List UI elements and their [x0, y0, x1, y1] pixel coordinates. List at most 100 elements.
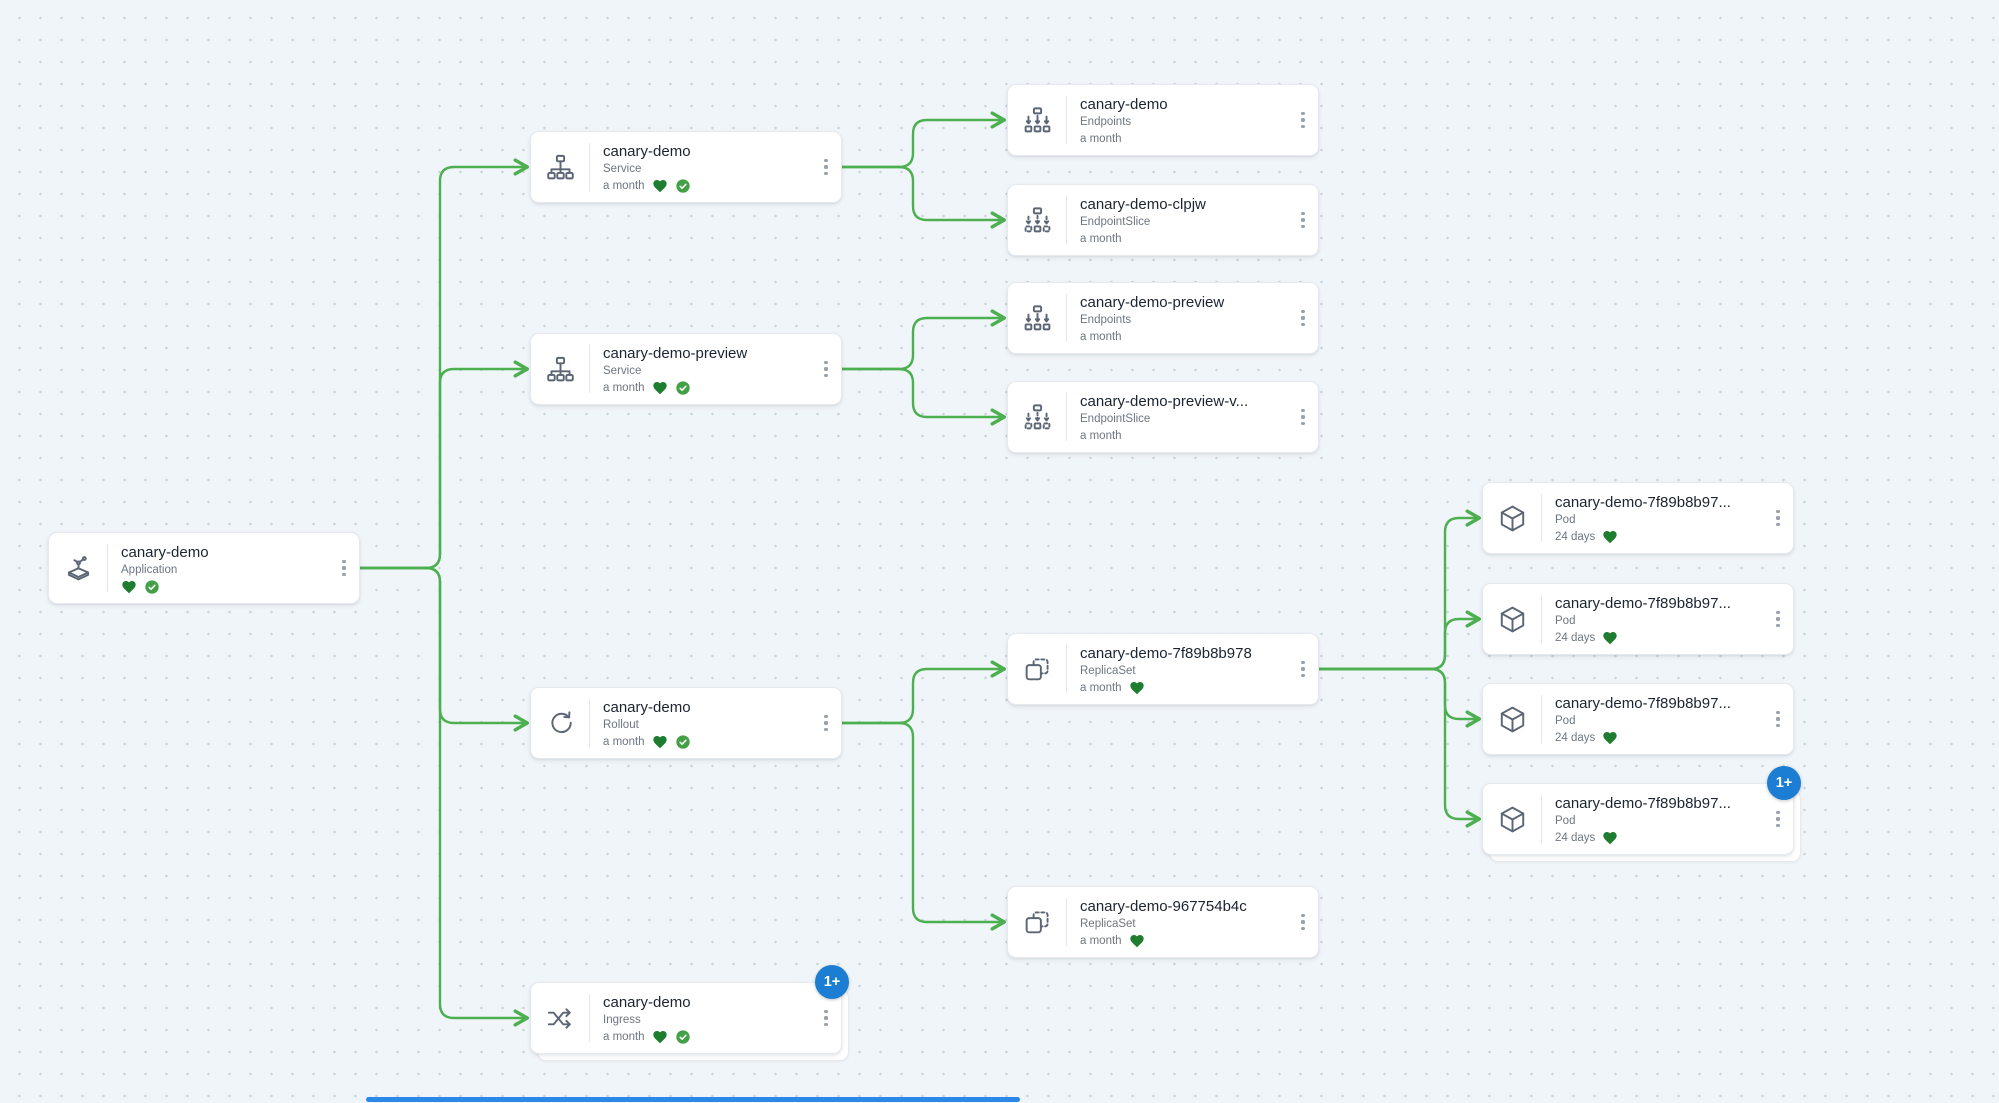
node-title: canary-demo-967754b4c: [1080, 897, 1247, 915]
edge-rs1-to-pod4: [1317, 667, 1481, 828]
resource-node-replicaset[interactable]: canary-demo-967754b4c ReplicaSet a month: [1007, 886, 1319, 958]
kebab-menu-button[interactable]: [1763, 483, 1793, 553]
node-kind: Application: [121, 563, 178, 576]
node-title: canary-demo: [121, 543, 209, 561]
kebab-menu-button[interactable]: [1288, 185, 1318, 255]
node-age: 24 days: [1555, 732, 1596, 744]
kebab-menu-button[interactable]: [1763, 684, 1793, 754]
replicaset-icon: [1008, 634, 1066, 704]
divider: [1541, 795, 1542, 843]
node-kind: EndpointSlice: [1080, 215, 1151, 228]
horizontal-scrollbar[interactable]: [366, 1097, 1020, 1102]
divider: [107, 544, 108, 592]
application-icon: [49, 533, 107, 603]
kebab-menu-button[interactable]: [1288, 634, 1318, 704]
endpointslice-icon: [1008, 382, 1066, 452]
kebab-menu-button[interactable]: [1763, 784, 1793, 854]
resource-node-endpoints[interactable]: canary-demo Endpoints a month: [1007, 84, 1319, 156]
divider: [1541, 695, 1542, 743]
node-title: canary-demo: [603, 993, 691, 1011]
healthy-heart-icon: [652, 178, 668, 194]
more-items-badge[interactable]: 1+: [815, 965, 849, 999]
edge-svc1-to-ep1: [840, 111, 1006, 169]
node-title: canary-demo: [1080, 95, 1168, 113]
node-age: a month: [1080, 682, 1122, 694]
more-items-badge[interactable]: 1+: [1767, 766, 1801, 800]
kebab-menu-button[interactable]: [1288, 382, 1318, 452]
kebab-menu-button[interactable]: [1288, 85, 1318, 155]
node-kind: Pod: [1555, 513, 1576, 526]
node-title: canary-demo-preview: [603, 344, 748, 362]
divider: [1066, 898, 1067, 946]
node-kind: Rollout: [603, 718, 639, 731]
healthy-heart-icon: [1602, 730, 1618, 746]
healthy-heart-icon: [1602, 630, 1618, 646]
kebab-menu-button[interactable]: [811, 334, 841, 404]
kebab-menu-button[interactable]: [329, 533, 359, 603]
node-age: a month: [603, 180, 645, 192]
pod-icon: [1483, 684, 1541, 754]
edge-rollout-to-rs2: [840, 721, 1006, 931]
divider: [589, 994, 590, 1042]
healthy-heart-icon: [1129, 680, 1145, 696]
resource-node-endpoints[interactable]: canary-demo-preview Endpoints a month: [1007, 282, 1319, 354]
kebab-menu-button[interactable]: [1288, 283, 1318, 353]
rollout-icon: [531, 688, 589, 758]
resource-node-replicaset[interactable]: canary-demo-7f89b8b978 ReplicaSet a mont…: [1007, 633, 1319, 705]
resource-node-pod[interactable]: canary-demo-7f89b8b97... Pod 24 days 1+: [1482, 766, 1801, 862]
node-age: a month: [1080, 133, 1122, 145]
healthy-heart-icon: [1602, 830, 1618, 846]
divider: [1541, 494, 1542, 542]
ingress-icon: [531, 983, 589, 1053]
node-title: canary-demo-preview-v...: [1080, 392, 1249, 410]
resource-node-ingress[interactable]: canary-demo Ingress a month 1+: [530, 965, 849, 1061]
kebab-menu-button[interactable]: [811, 688, 841, 758]
resource-node-pod[interactable]: canary-demo-7f89b8b97... Pod 24 days: [1482, 482, 1794, 554]
divider: [1066, 393, 1067, 441]
kebab-menu-button[interactable]: [1763, 584, 1793, 654]
node-age: a month: [1080, 430, 1122, 442]
synced-check-icon: [144, 579, 160, 595]
node-age: a month: [1080, 233, 1122, 245]
kebab-menu-button[interactable]: [811, 132, 841, 202]
synced-check-icon: [675, 380, 691, 396]
node-title: canary-demo: [603, 142, 691, 160]
node-title: canary-demo-7f89b8b97...: [1555, 794, 1731, 812]
resource-node-service[interactable]: canary-demo Service a month: [530, 131, 842, 203]
node-kind: ReplicaSet: [1080, 664, 1136, 677]
node-kind: Pod: [1555, 814, 1576, 827]
resource-node-service[interactable]: canary-demo-preview Service a month: [530, 333, 842, 405]
resource-node-endpointslice[interactable]: canary-demo-preview-v... EndpointSlice a…: [1007, 381, 1319, 453]
resource-node-pod[interactable]: canary-demo-7f89b8b97... Pod 24 days: [1482, 683, 1794, 755]
node-kind: Service: [603, 162, 642, 175]
resource-node-rollout[interactable]: canary-demo Rollout a month: [530, 687, 842, 759]
node-kind: Endpoints: [1080, 313, 1132, 326]
healthy-heart-icon: [121, 579, 137, 595]
resource-node-pod[interactable]: canary-demo-7f89b8b97... Pod 24 days: [1482, 583, 1794, 655]
divider: [589, 345, 590, 393]
endpoints-icon: [1008, 283, 1066, 353]
synced-check-icon: [675, 178, 691, 194]
node-title: canary-demo-preview: [1080, 293, 1225, 311]
pod-icon: [1483, 483, 1541, 553]
node-kind: Ingress: [603, 1013, 641, 1026]
node-kind: Pod: [1555, 614, 1576, 627]
resource-node-application[interactable]: canary-demo Application: [48, 532, 360, 604]
healthy-heart-icon: [1602, 529, 1618, 545]
node-kind: ReplicaSet: [1080, 917, 1136, 930]
healthy-heart-icon: [652, 734, 668, 750]
kebab-menu-button[interactable]: [811, 983, 841, 1053]
edge-app-to-svc2: [358, 360, 529, 570]
divider: [1066, 645, 1067, 693]
service-icon: [531, 132, 589, 202]
node-title: canary-demo: [603, 698, 691, 716]
divider: [1541, 595, 1542, 643]
synced-check-icon: [675, 1029, 691, 1045]
kebab-menu-button[interactable]: [1288, 887, 1318, 957]
node-age: a month: [603, 1031, 645, 1043]
resource-node-endpointslice[interactable]: canary-demo-clpjw EndpointSlice a month: [1007, 184, 1319, 256]
node-title: canary-demo-7f89b8b978: [1080, 644, 1252, 662]
node-age: 24 days: [1555, 832, 1596, 844]
